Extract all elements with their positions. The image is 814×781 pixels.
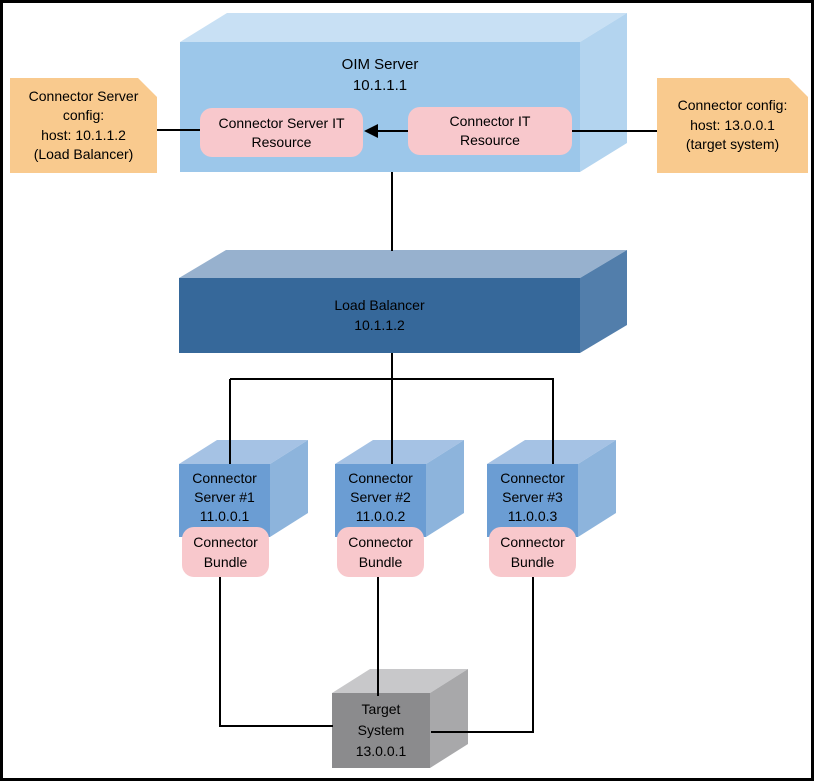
connector-server-3-box-front-face — [487, 464, 578, 537]
connector-server-1-box-top-face — [179, 440, 308, 464]
connector-server-2-ip: 11.0.0.2 — [355, 508, 406, 524]
connector-server-it-resource-line1: Connector Server IT — [218, 114, 345, 131]
connector-server-3-box-top-face — [487, 440, 616, 464]
load-balancer-box-top-face — [179, 250, 627, 278]
load-balancer-box-side-face — [580, 250, 627, 353]
connector-server-3-line1: Connector — [500, 470, 565, 486]
connector-bundle-3-line1: Connector — [500, 534, 565, 550]
connector-server-it-resource-line2: Resource — [251, 133, 312, 150]
connector-bundle-3-line2: Bundle — [510, 554, 555, 570]
target-system-box-front-face — [332, 693, 430, 768]
oim-server-ip: 10.1.1.1 — [352, 77, 408, 94]
connector-server-2-line2: Server #2 — [350, 489, 411, 505]
line-bundle-3-to-target — [431, 577, 534, 733]
target-system-line1: Target — [361, 701, 401, 717]
connector-server-2-box-side-face — [426, 440, 464, 537]
connector-server-1-line2: Server #1 — [194, 489, 255, 505]
connector-it-resource-box: Connector IT Resource — [408, 107, 572, 155]
note-right-line2: host: 13.0.0.1 — [690, 116, 775, 133]
target-system-line2: System — [357, 722, 405, 738]
connector-bundle-1-box: Connector Bundle — [182, 527, 269, 577]
connector-bundle-1-line2: Bundle — [203, 554, 248, 570]
note-right-line3: (target system) — [685, 136, 780, 153]
load-balancer-name: Load Balancer — [334, 297, 425, 313]
connector-server-it-resource-box: Connector Server IT Resource — [200, 108, 363, 157]
connector-server-1-label: Connector Server #1 11.0.0.1 — [179, 469, 270, 526]
target-system-ip: 13.0.0.1 — [355, 743, 407, 759]
connector-server-3-box-side-face — [578, 440, 616, 537]
connector-config-note: Connector config: host: 13.0.0.1 (target… — [657, 78, 808, 173]
connector-server-config-note: Connector Server config: host: 10.1.1.2 … — [10, 78, 157, 173]
oim-server-name: OIM Server — [341, 56, 419, 73]
connector-server-2-label: Connector Server #2 11.0.0.2 — [335, 469, 426, 526]
arrow-left-head-icon — [364, 124, 378, 138]
connector-bundle-2-line1: Connector — [348, 534, 413, 550]
connector-it-resource-line1: Connector IT — [449, 113, 531, 129]
connector-bundle-2-box: Connector Bundle — [337, 527, 424, 577]
connector-server-2-box-front-face — [335, 464, 426, 537]
oim-server-box-top-face — [180, 13, 627, 42]
load-balancer-label: Load Balancer 10.1.1.2 — [179, 295, 580, 335]
connector-server-2-line1: Connector — [348, 470, 413, 486]
note-left-line4: (Load Balancer) — [33, 146, 134, 162]
oim-server-label: OIM Server 10.1.1.1 — [180, 54, 580, 96]
line-bundle-1-to-target — [219, 577, 333, 727]
target-system-box-top-face — [332, 669, 468, 693]
load-balancer-box-front-face — [179, 278, 580, 353]
connector-server-3-line2: Server #3 — [502, 489, 563, 505]
target-system-box-side-face — [430, 669, 468, 768]
connector-bundle-2-line2: Bundle — [358, 554, 403, 570]
connector-server-3-label: Connector Server #3 11.0.0.3 — [487, 469, 578, 526]
connector-server-1-box-side-face — [270, 440, 308, 537]
oim-server-box-side-face — [580, 13, 627, 172]
load-balancer-ip: 10.1.1.2 — [354, 317, 405, 333]
connector-bundle-3-box: Connector Bundle — [489, 527, 576, 577]
connector-server-1-line1: Connector — [192, 470, 257, 486]
connector-server-1-ip: 11.0.0.1 — [199, 508, 250, 524]
note-left-line2: config: — [62, 107, 105, 123]
connector-server-2-box-top-face — [335, 440, 464, 464]
connector-bundle-1-line1: Connector — [193, 534, 258, 550]
note-left-line3: host: 10.1.1.2 — [41, 126, 126, 143]
target-system-label: Target System 13.0.0.1 — [332, 693, 430, 768]
connector-server-3-ip: 11.0.0.3 — [507, 508, 558, 524]
connector-it-resource-line2: Resource — [460, 132, 520, 148]
connector-server-1-box-front-face — [179, 464, 270, 537]
note-left-line1: Connector Server — [28, 87, 139, 104]
note-right-line1: Connector config: — [677, 97, 788, 114]
